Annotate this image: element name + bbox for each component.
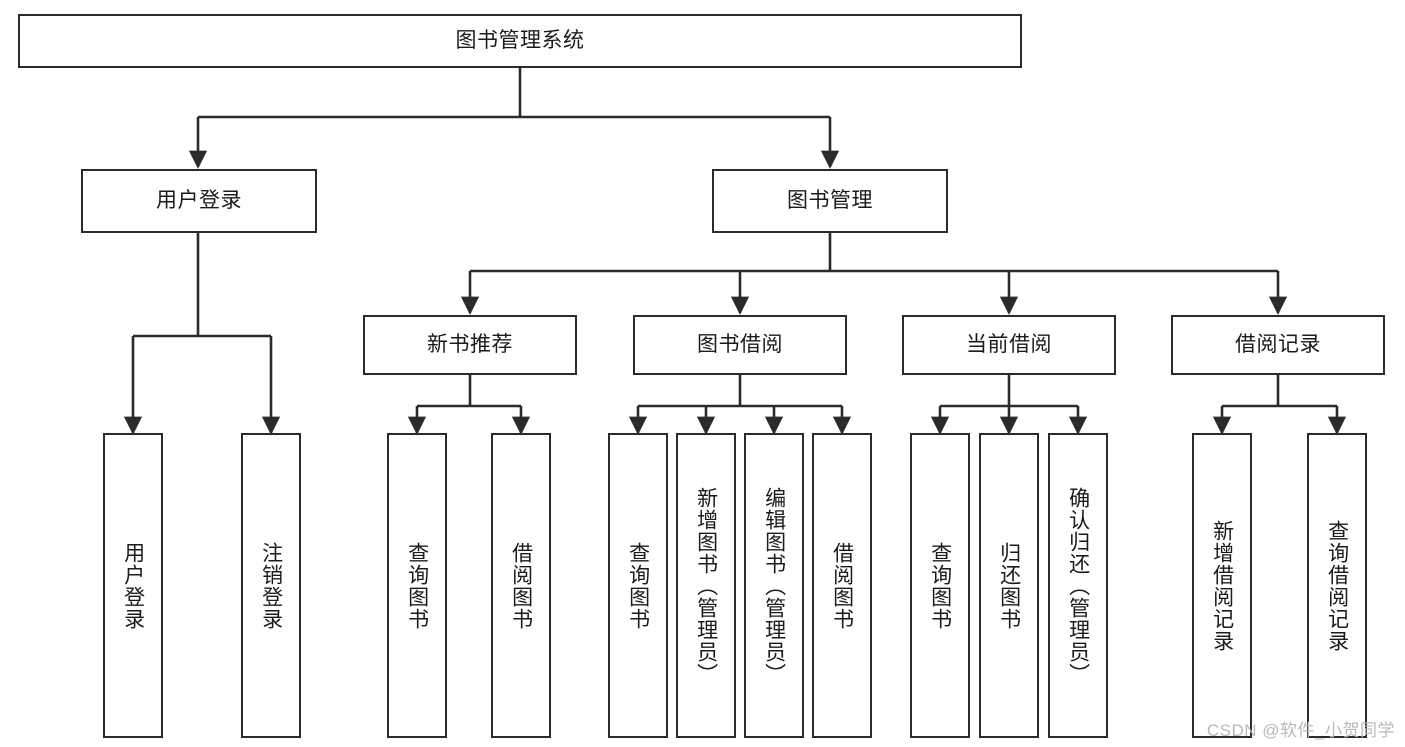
node-label: 借阅图书 (509, 541, 533, 630)
node-label: 图书借阅 (697, 333, 783, 357)
node-current-borrowing[interactable]: 当前借阅 (902, 315, 1116, 375)
node-label: 编辑图书（管理员） (762, 486, 786, 685)
leaf-book-borrow-query-books[interactable]: 查询图书 (608, 433, 668, 738)
leaf-book-borrow-borrow-books[interactable]: 借阅图书 (812, 433, 872, 738)
node-label: 用户登录 (156, 189, 242, 213)
leaf-new-book-borrow-books[interactable]: 借阅图书 (491, 433, 551, 738)
node-label: 查询图书 (405, 541, 429, 630)
node-label: 借阅图书 (830, 541, 854, 630)
leaf-current-borrow-confirm-return-admin[interactable]: 确认归还（管理员） (1048, 433, 1108, 738)
node-new-book-recommendation[interactable]: 新书推荐 (363, 315, 577, 375)
node-label: 归还图书 (997, 541, 1021, 630)
node-book-management[interactable]: 图书管理 (712, 169, 948, 233)
node-label: 新书推荐 (427, 333, 513, 357)
leaf-borrow-record-query-record[interactable]: 查询借阅记录 (1307, 433, 1367, 738)
leaf-book-borrow-add-book-admin[interactable]: 新增图书（管理员） (676, 433, 736, 738)
node-label: 确认归还（管理员） (1066, 486, 1090, 685)
leaf-new-book-query-books[interactable]: 查询图书 (387, 433, 447, 738)
node-label: 查询图书 (928, 541, 952, 630)
node-label: 借阅记录 (1235, 333, 1321, 357)
node-label: 图书管理系统 (455, 29, 585, 53)
node-label: 注销登录 (259, 541, 283, 630)
node-root-book-management-system[interactable]: 图书管理系统 (18, 14, 1022, 68)
node-label: 查询借阅记录 (1325, 519, 1349, 652)
node-label: 当前借阅 (966, 333, 1052, 357)
node-label: 新增图书（管理员） (694, 486, 718, 685)
leaf-user-login-signin[interactable]: 用户登录 (103, 433, 163, 738)
node-label: 图书管理 (787, 189, 873, 213)
leaf-book-borrow-edit-book-admin[interactable]: 编辑图书（管理员） (744, 433, 804, 738)
node-label: 查询图书 (626, 541, 650, 630)
node-user-login[interactable]: 用户登录 (81, 169, 317, 233)
node-book-borrowing[interactable]: 图书借阅 (633, 315, 847, 375)
leaf-user-login-signout[interactable]: 注销登录 (241, 433, 301, 738)
leaf-current-borrow-query-books[interactable]: 查询图书 (910, 433, 970, 738)
csdn-watermark: CSDN @软件_小贺同学 (1206, 721, 1395, 740)
node-borrowing-record[interactable]: 借阅记录 (1171, 315, 1385, 375)
node-label: 新增借阅记录 (1210, 519, 1234, 652)
leaf-current-borrow-return-books[interactable]: 归还图书 (979, 433, 1039, 738)
node-label: 用户登录 (121, 541, 145, 630)
leaf-borrow-record-add-record[interactable]: 新增借阅记录 (1192, 433, 1252, 738)
